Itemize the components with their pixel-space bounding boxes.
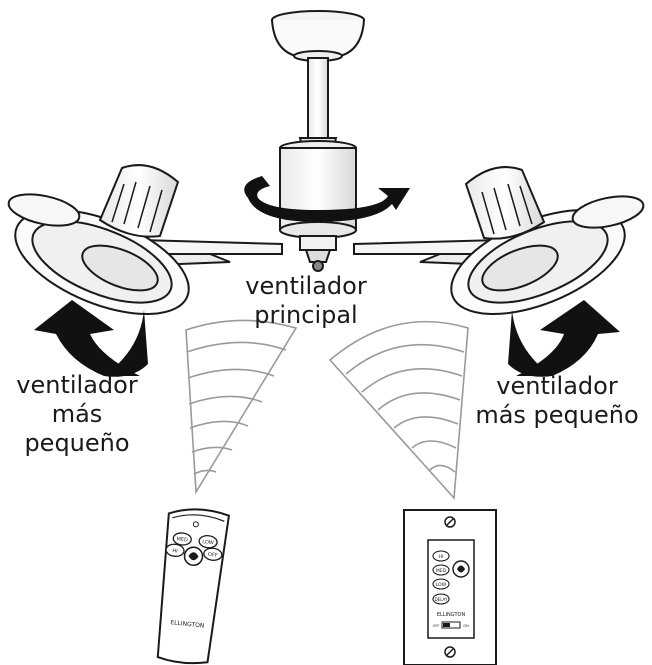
- right-fan-motor: [464, 166, 546, 240]
- remote-brand: ELLINGTON: [170, 619, 205, 630]
- svg-text:LOW: LOW: [202, 539, 214, 546]
- svg-text:LOW: LOW: [436, 582, 447, 588]
- wall-light-button[interactable]: [452, 560, 470, 578]
- motor-housing: [279, 140, 357, 272]
- svg-text:HI: HI: [439, 554, 444, 560]
- handheld-remote[interactable]: MED LOW HI OFF ELLINGTON: [153, 506, 231, 665]
- left-fan-motor: [98, 164, 180, 238]
- remote-button-med[interactable]: MED: [172, 532, 192, 546]
- wall-brand: ELLINGTON: [437, 612, 466, 618]
- right-fan-label: ventilador más pequeño: [475, 372, 639, 429]
- svg-text:DELAY: DELAY: [435, 597, 448, 602]
- wall-button-med[interactable]: MED: [432, 564, 450, 576]
- left-signal-wedge: [185, 319, 298, 495]
- wall-button-hi[interactable]: HI: [432, 550, 450, 562]
- wall-button-low[interactable]: LOW: [432, 578, 450, 590]
- wall-control[interactable]: HI MED LOW DELAY ELLINGTON OFF ON: [403, 509, 497, 665]
- svg-text:MED: MED: [176, 536, 188, 543]
- svg-text:OFF: OFF: [208, 552, 218, 559]
- left-curved-arrow-icon: [34, 300, 148, 377]
- svg-text:ON: ON: [463, 624, 469, 628]
- canopy: [271, 10, 365, 62]
- downrod: [307, 57, 329, 139]
- rotation-arrow-icon: [244, 176, 410, 222]
- svg-text:HI: HI: [172, 548, 178, 555]
- wall-button-delay[interactable]: DELAY: [432, 593, 450, 605]
- remote-button-off[interactable]: OFF: [203, 547, 223, 561]
- main-fan: [271, 10, 365, 272]
- remote-button-low[interactable]: LOW: [198, 534, 218, 549]
- main-fan-label: ventilador principal: [245, 272, 367, 329]
- right-small-fan: [450, 166, 645, 316]
- wall-power-switch[interactable]: OFF ON: [433, 621, 469, 629]
- right-signal-wedge: [328, 320, 469, 500]
- left-small-fan: [7, 164, 190, 316]
- svg-text:OFF: OFF: [433, 624, 440, 628]
- left-fan-label: ventilador más pequeño: [16, 371, 138, 457]
- svg-text:MED: MED: [436, 568, 447, 574]
- right-curved-arrow-icon: [508, 300, 620, 377]
- remote-light-button[interactable]: [183, 546, 204, 566]
- remote-button-hi[interactable]: HI: [165, 543, 185, 557]
